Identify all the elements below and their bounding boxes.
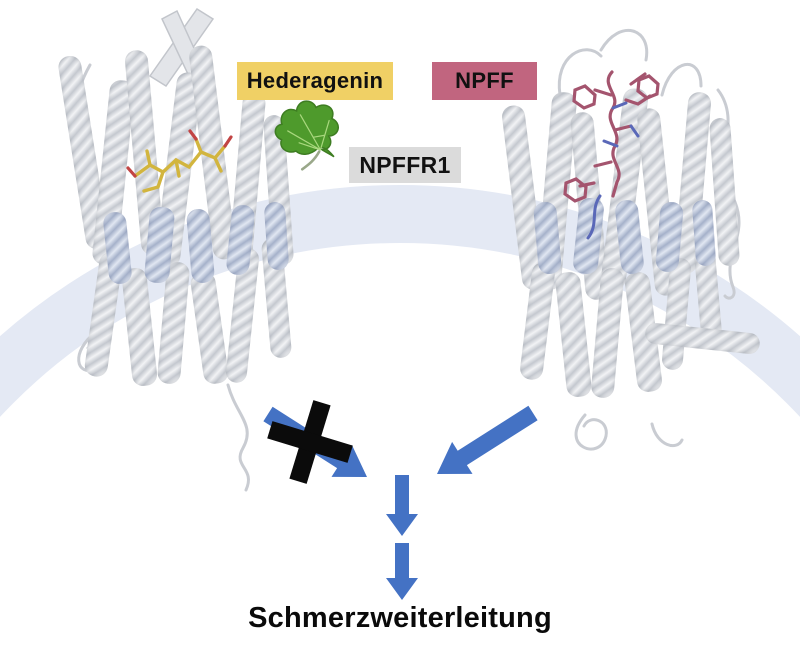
- hederagenin-label: Hederagenin: [237, 62, 393, 100]
- helix-ribbon: [120, 267, 159, 387]
- signal-arrow-1: [386, 475, 418, 536]
- npffr1-label-text: NPFFR1: [359, 151, 451, 178]
- helix-ribbon: [189, 270, 230, 386]
- blocked-cross-icon: [267, 400, 353, 484]
- npff-pathway-arrow: [437, 405, 538, 474]
- hederagenin-label-text: Hederagenin: [246, 68, 384, 93]
- npff-label-text: NPFF: [455, 68, 514, 93]
- ivy-leaf-icon: [264, 88, 352, 176]
- hederagenin-pathway-arrow: [263, 406, 367, 477]
- npffr1-label: NPFFR1: [349, 147, 461, 183]
- outcome-text: Schmerzweiterleitung: [248, 602, 552, 634]
- helix-ribbon: [644, 322, 761, 355]
- signal-arrow-2: [386, 543, 418, 600]
- npff-label: NPFF: [432, 62, 537, 100]
- membrane-helix-ribbon: [691, 199, 717, 267]
